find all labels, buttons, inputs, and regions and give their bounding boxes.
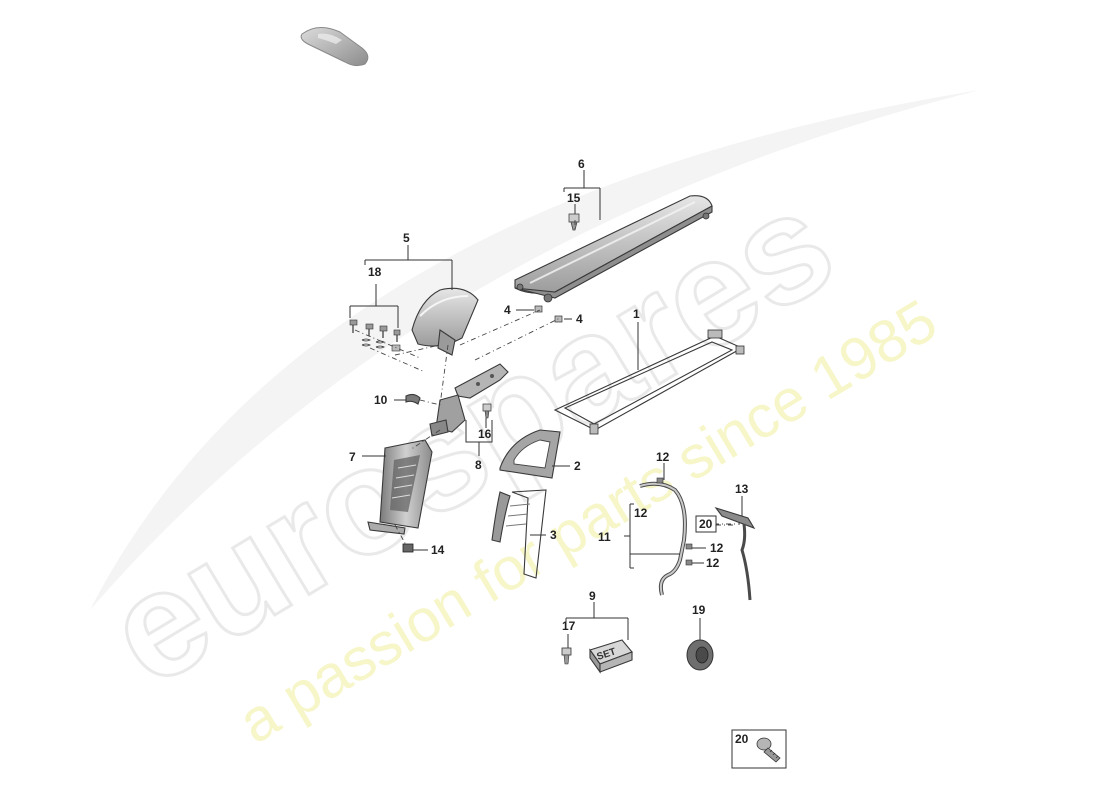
callout-11: 11: [598, 530, 611, 544]
callout-9: 9: [589, 589, 596, 603]
leader-lines: [349, 170, 743, 648]
part-5-side-cover: [411, 287, 479, 356]
bolt-icon: [756, 737, 781, 763]
callout-3: 3: [550, 528, 557, 542]
part-4-fastener-icon: [534, 305, 563, 323]
car-thumbnail-icon: [300, 27, 369, 67]
callout-1: 1: [633, 307, 640, 321]
part-16-clip-icon: [482, 403, 492, 419]
part-9-set-box: SET: [589, 639, 633, 674]
callout-19: 19: [692, 603, 706, 617]
callout-5: 5: [403, 231, 410, 245]
callout-10: 10: [374, 393, 388, 407]
part-14-clip: [402, 543, 414, 553]
callout-4a: 4: [504, 303, 511, 317]
part-15-clip-icon: [568, 213, 580, 231]
callout-20a: 20: [699, 517, 713, 531]
part-3-seal: [491, 489, 547, 579]
assembly-lines: [354, 220, 740, 546]
callout-12d: 12: [706, 556, 720, 570]
callout-13: 13: [735, 482, 749, 496]
part-17-clip-icon: [561, 647, 572, 665]
part-2-window-frame: [499, 429, 561, 479]
callout-16: 16: [478, 427, 492, 441]
callout-4b: 4: [576, 312, 583, 326]
part-19-grommet: [686, 639, 714, 671]
part-13-rail: [714, 506, 756, 601]
hinge-mechanism: [429, 394, 466, 437]
part-1-frame: [553, 329, 745, 435]
callouts: 6 15 5 18 4 4 1 10 16 7 8 2 12 13 12 11 …: [349, 157, 749, 633]
callout-7: 7: [349, 450, 356, 464]
callout-14: 14: [431, 543, 445, 557]
callout-8: 8: [475, 458, 482, 472]
callout-20-box: [695, 515, 717, 533]
part-7-side-panel: [367, 439, 433, 535]
callout-17: 17: [562, 619, 576, 633]
callout-12a: 12: [656, 450, 670, 464]
legend-20-number: 20: [735, 732, 749, 746]
callout-2: 2: [574, 459, 581, 473]
callout-18: 18: [368, 265, 382, 279]
callout-6: 6: [578, 157, 585, 171]
part-10-clip: [405, 393, 421, 405]
callout-12b: 12: [634, 506, 648, 520]
callout-15: 15: [567, 191, 581, 205]
part-6-roof-bow: [514, 195, 713, 303]
legend-part-20: 20: [731, 729, 787, 769]
watermark: eurospares a passion for parts since 198…: [78, 90, 980, 756]
callout-12c: 12: [710, 541, 724, 555]
